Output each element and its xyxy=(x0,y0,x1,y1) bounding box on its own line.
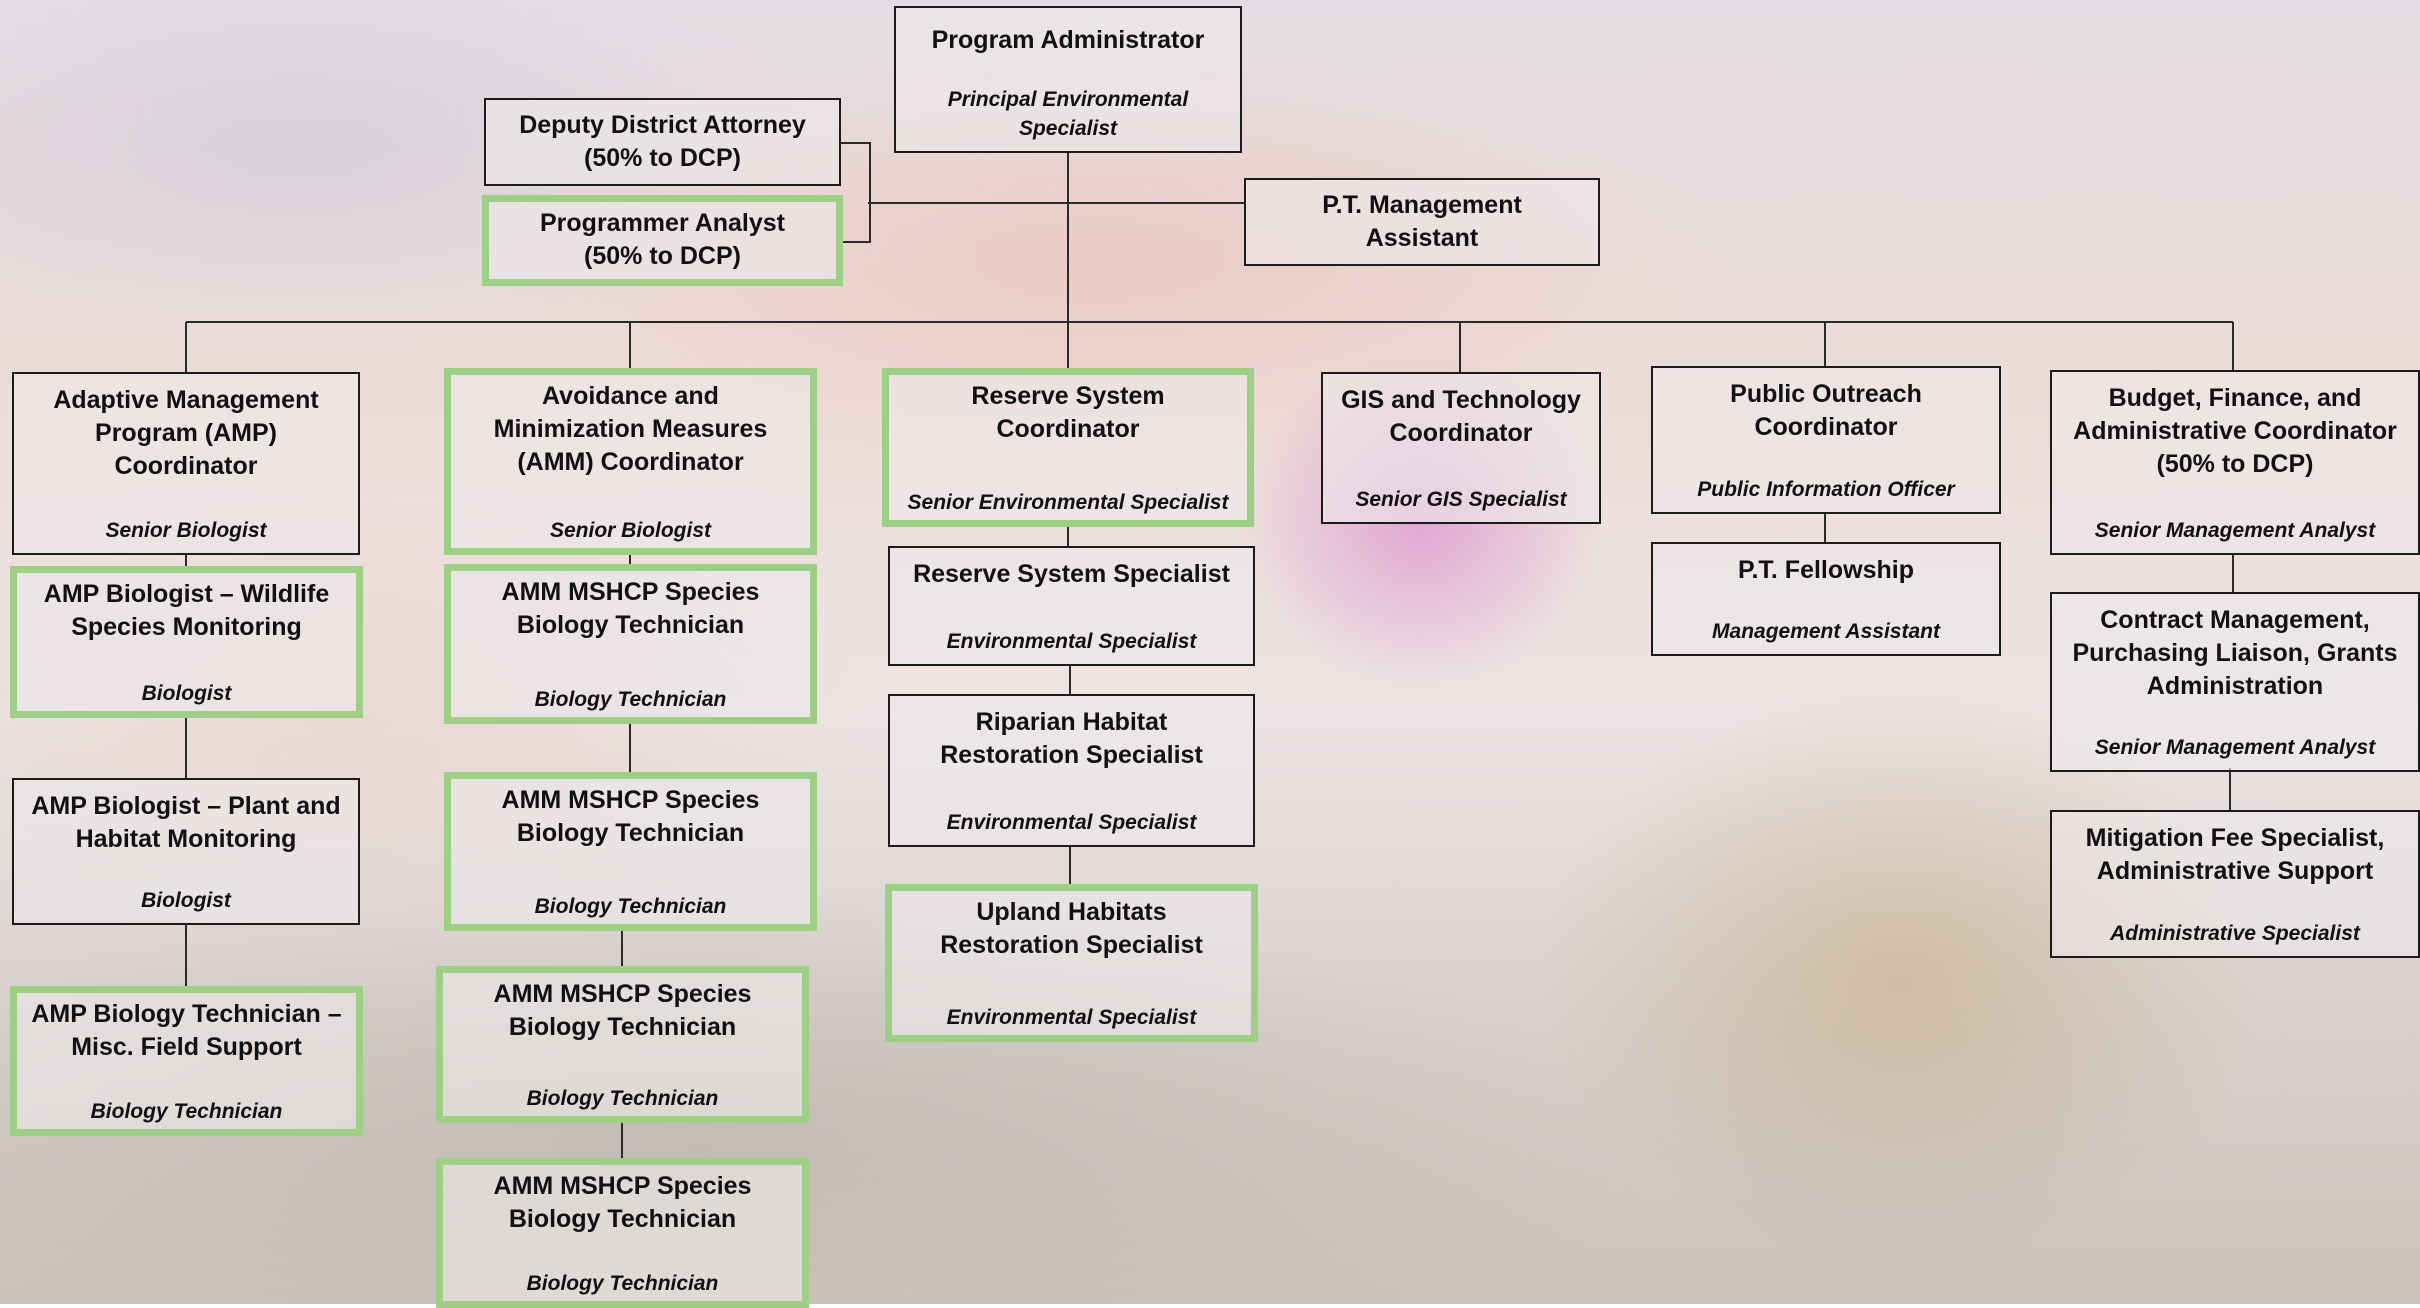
position-classification: Biology Technician xyxy=(90,1100,283,1123)
position-title: AMM MSHCP Species Biology Technician xyxy=(493,980,752,1041)
position-classification: Senior Management Analyst xyxy=(2094,736,2376,759)
position-classification: Management Assistant xyxy=(1712,620,1940,643)
position-classification: Principal Environmental Specialist xyxy=(947,88,1189,140)
position-box-programmer-analyst: Programmer Analyst (50% to DCP) xyxy=(482,195,843,286)
position-title: AMP Biologist – Wildlife Species Monitor… xyxy=(43,580,330,641)
position-title: Mitigation Fee Specialist, Administrativ… xyxy=(2085,824,2385,885)
connector xyxy=(840,142,871,243)
position-box-budget-coordinator: Budget, Finance, and Administrative Coor… xyxy=(2050,370,2420,555)
position-classification: Environmental Specialist xyxy=(946,1006,1197,1029)
position-title: GIS and Technology Coordinator xyxy=(1341,386,1581,447)
position-title: P.T. Fellowship xyxy=(1738,556,1914,584)
position-box-amp-bio-plant: AMP Biologist – Plant and Habitat Monito… xyxy=(12,778,360,925)
position-title: Riparian Habitat Restoration Specialist xyxy=(940,708,1203,769)
position-classification: Public Information Officer xyxy=(1697,478,1955,501)
position-classification: Senior Environmental Specialist xyxy=(907,491,1229,514)
position-title: AMP Biology Technician – Misc. Field Sup… xyxy=(31,1000,342,1061)
position-classification: Administrative Specialist xyxy=(2110,922,2360,945)
position-title: Deputy District Attorney (50% to DCP) xyxy=(519,111,806,172)
position-box-mitigation-fee: Mitigation Fee Specialist, Administrativ… xyxy=(2050,810,2420,958)
position-title: Avoidance and Minimization Measures (AMM… xyxy=(493,382,768,476)
position-title: AMP Biologist – Plant and Habitat Monito… xyxy=(31,792,341,853)
position-title: AMM MSHCP Species Biology Technician xyxy=(501,786,760,847)
position-box-deputy-da: Deputy District Attorney (50% to DCP) xyxy=(484,98,841,186)
position-classification: Environmental Specialist xyxy=(946,630,1197,653)
position-title: AMM MSHCP Species Biology Technician xyxy=(501,578,760,639)
position-box-amp-coordinator: Adaptive Management Program (AMP) Coordi… xyxy=(12,372,360,555)
position-title: AMM MSHCP Species Biology Technician xyxy=(493,1172,752,1233)
position-classification: Biologist xyxy=(141,889,231,912)
position-title: Program Administrator xyxy=(931,26,1205,54)
position-classification: Senior Biologist xyxy=(105,519,267,542)
position-classification: Biology Technician xyxy=(526,1087,719,1110)
position-classification: Biologist xyxy=(141,682,232,705)
position-box-amp-bio-tech: AMP Biology Technician – Misc. Field Sup… xyxy=(10,986,363,1136)
position-classification: Environmental Specialist xyxy=(946,811,1197,834)
position-title: Contract Management, Purchasing Liaison,… xyxy=(2072,606,2398,700)
position-box-amm-coordinator: Avoidance and Minimization Measures (AMM… xyxy=(444,368,817,555)
position-title: Public Outreach Coordinator xyxy=(1730,380,1922,441)
position-box-amp-bio-wildlife: AMP Biologist – Wildlife Species Monitor… xyxy=(10,566,363,718)
position-box-contract-mgmt: Contract Management, Purchasing Liaison,… xyxy=(2050,592,2420,772)
position-title: Adaptive Management Program (AMP) Coordi… xyxy=(53,386,319,480)
position-classification: Biology Technician xyxy=(534,688,727,711)
position-classification: Senior Biologist xyxy=(549,519,711,542)
position-classification: Biology Technician xyxy=(534,895,727,918)
position-title: Reserve System Specialist xyxy=(913,560,1230,588)
position-classification: Biology Technician xyxy=(526,1272,719,1295)
position-title: Upland Habitats Restoration Specialist xyxy=(940,898,1203,959)
position-box-pt-mgmt-assistant: P.T. Management Assistant xyxy=(1244,178,1600,266)
position-title: Reserve System Coordinator xyxy=(971,382,1165,443)
position-classification: Senior Management Analyst xyxy=(2094,519,2376,542)
position-title: P.T. Management Assistant xyxy=(1322,191,1522,252)
position-title: Budget, Finance, and Administrative Coor… xyxy=(2073,384,2397,478)
position-title: Programmer Analyst (50% to DCP) xyxy=(540,209,785,270)
position-classification: Senior GIS Specialist xyxy=(1355,488,1567,511)
